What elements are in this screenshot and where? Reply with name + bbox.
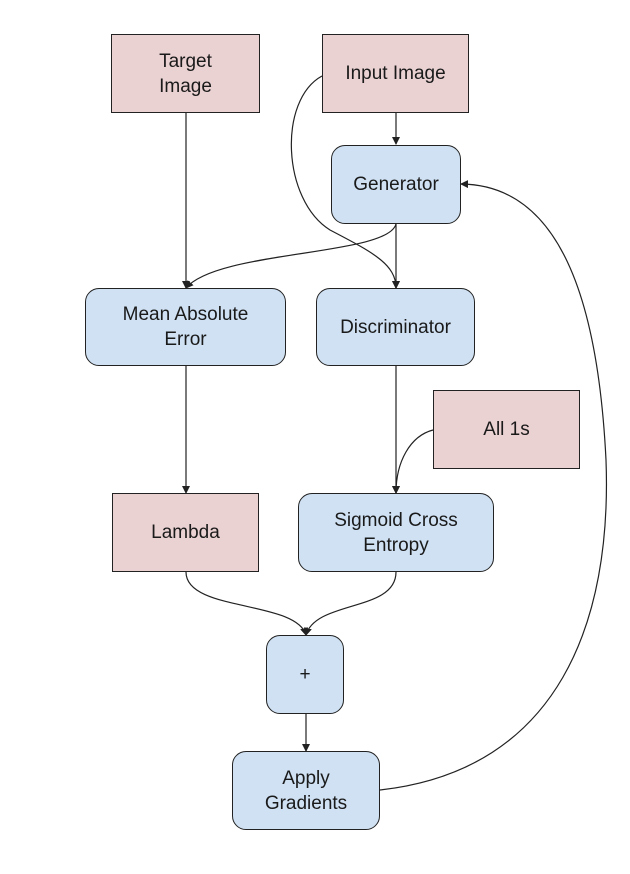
edge-input-to-discriminator [290, 75, 400, 289]
sum-node: + [266, 635, 344, 714]
lambda-node: Lambda [112, 493, 259, 572]
edge-generator-to-mae [185, 223, 397, 289]
generator-node: Generator [331, 145, 461, 224]
edge-lambda-to-sum [185, 571, 308, 636]
sum-label: + [299, 664, 311, 685]
mean-absolute-error-label: Mean Absolute Error [122, 304, 249, 350]
discriminator-node: Discriminator [316, 288, 475, 366]
all-ones-label: All 1s [483, 419, 530, 440]
input-image-node: Input Image [322, 34, 469, 113]
discriminator-label: Discriminator [340, 316, 451, 338]
generator-label: Generator [353, 174, 439, 195]
sigmoid-cross-entropy-node: Sigmoid Cross Entropy [298, 493, 494, 572]
target-image-node: Target Image [111, 34, 260, 113]
lambda-label: Lambda [151, 522, 220, 543]
edge-sce-to-sum [304, 571, 397, 636]
target-image-label: Target Image [159, 50, 212, 97]
edge-apply-to-generator [379, 180, 608, 791]
apply-gradients-label: Apply Gradients [264, 767, 348, 814]
apply-gradients-node: Apply Gradients [232, 751, 380, 830]
mean-absolute-error-node: Mean Absolute Error [85, 288, 286, 366]
sigmoid-cross-entropy-label: Sigmoid Cross Entropy [334, 509, 458, 556]
all-ones-node: All 1s [433, 390, 580, 469]
edge-all-ones-to-sce [392, 429, 434, 494]
input-image-label: Input Image [345, 63, 446, 84]
